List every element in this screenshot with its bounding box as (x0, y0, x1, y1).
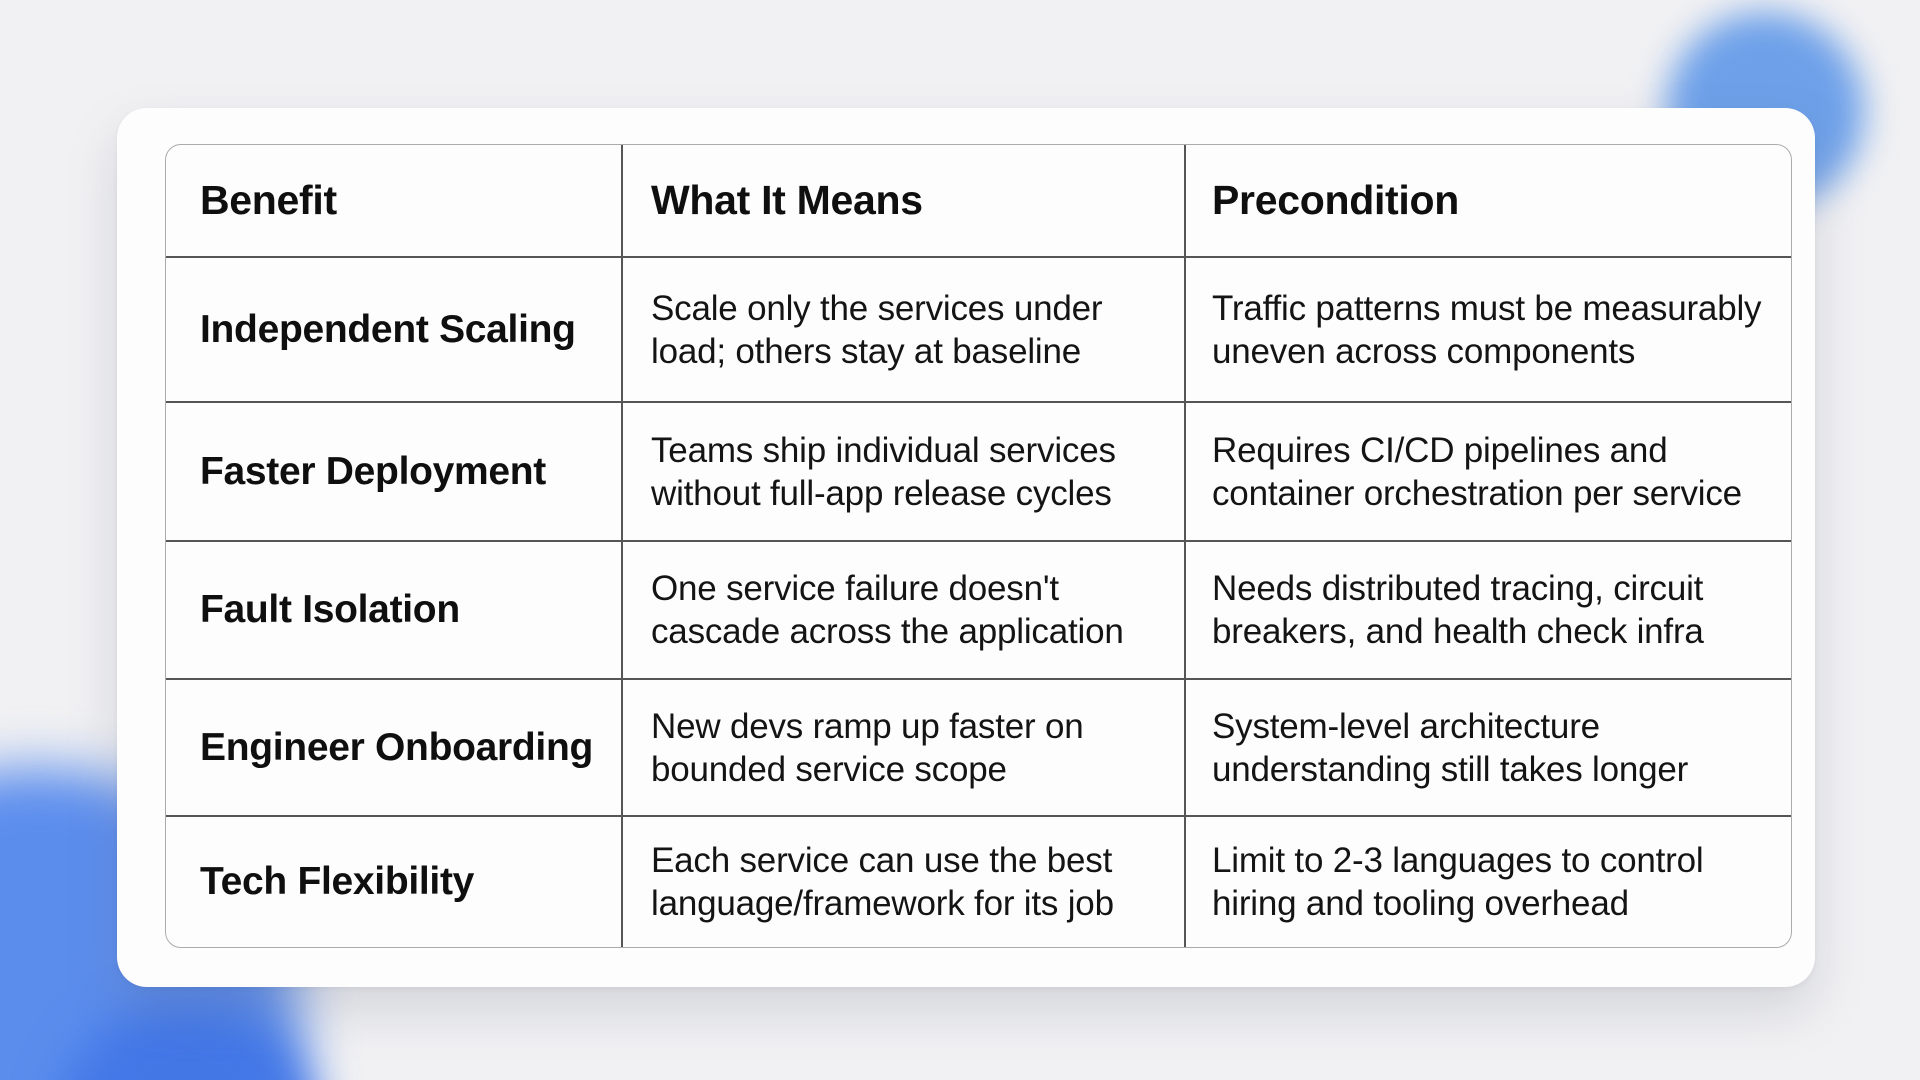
header-label: Benefit (200, 177, 337, 223)
means-text: Teams ship individual services without f… (651, 430, 1116, 513)
row-engineer-onboarding-precondition-cell: System-level architecture understanding … (1184, 678, 1791, 815)
precondition-text: Needs distributed tracing, circuit break… (1212, 569, 1704, 651)
means-text: New devs ramp up faster on bounded servi… (651, 706, 1084, 789)
row-engineer-onboarding-benefit-cell: Engineer Onboarding (166, 678, 621, 815)
benefit-label: Independent Scaling (200, 307, 576, 351)
row-engineer-onboarding-means-cell: New devs ramp up faster on bounded servi… (621, 678, 1184, 815)
means-text: One service failure doesn't cascade acro… (651, 569, 1124, 651)
row-fault-isolation-means-cell: One service failure doesn't cascade acro… (621, 540, 1184, 678)
precondition-text: System-level architecture understanding … (1212, 706, 1689, 789)
column-header-precondition: Precondition (1184, 145, 1791, 256)
header-label: What It Means (651, 177, 923, 223)
row-fault-isolation-benefit-cell: Fault Isolation (166, 540, 621, 678)
column-header-benefit: Benefit (166, 145, 621, 256)
benefit-label: Faster Deployment (200, 449, 546, 493)
precondition-text: Limit to 2-3 languages to control hiring… (1212, 841, 1704, 923)
row-fault-isolation-precondition-cell: Needs distributed tracing, circuit break… (1184, 540, 1791, 678)
benefit-label: Engineer Onboarding (200, 725, 593, 769)
row-tech-flexibility-precondition-cell: Limit to 2-3 languages to control hiring… (1184, 815, 1791, 947)
benefit-label: Fault Isolation (200, 588, 460, 631)
means-text: Each service can use the best language/f… (651, 841, 1114, 923)
row-tech-flexibility-benefit-cell: Tech Flexibility (166, 815, 621, 947)
column-header-what-it-means: What It Means (621, 145, 1184, 256)
row-faster-deployment-benefit-cell: Faster Deployment (166, 401, 621, 540)
row-independent-scaling-means-cell: Scale only the services under load; othe… (621, 256, 1184, 401)
precondition-text: Requires CI/CD pipelines and container o… (1212, 430, 1742, 513)
benefits-table: Benefit What It Means Precondition Indep… (165, 144, 1792, 948)
row-faster-deployment-means-cell: Teams ship individual services without f… (621, 401, 1184, 540)
precondition-text: Traffic patterns must be measurably unev… (1212, 288, 1762, 371)
row-independent-scaling-benefit-cell: Independent Scaling (166, 256, 621, 401)
means-text: Scale only the services under load; othe… (651, 288, 1103, 371)
benefit-label: Tech Flexibility (200, 860, 475, 903)
row-independent-scaling-precondition-cell: Traffic patterns must be measurably unev… (1184, 256, 1791, 401)
row-tech-flexibility-means-cell: Each service can use the best language/f… (621, 815, 1184, 947)
header-label: Precondition (1212, 177, 1459, 223)
table-grid: Benefit What It Means Precondition Indep… (166, 145, 1791, 947)
row-faster-deployment-precondition-cell: Requires CI/CD pipelines and container o… (1184, 401, 1791, 540)
table-card: Benefit What It Means Precondition Indep… (117, 108, 1815, 987)
